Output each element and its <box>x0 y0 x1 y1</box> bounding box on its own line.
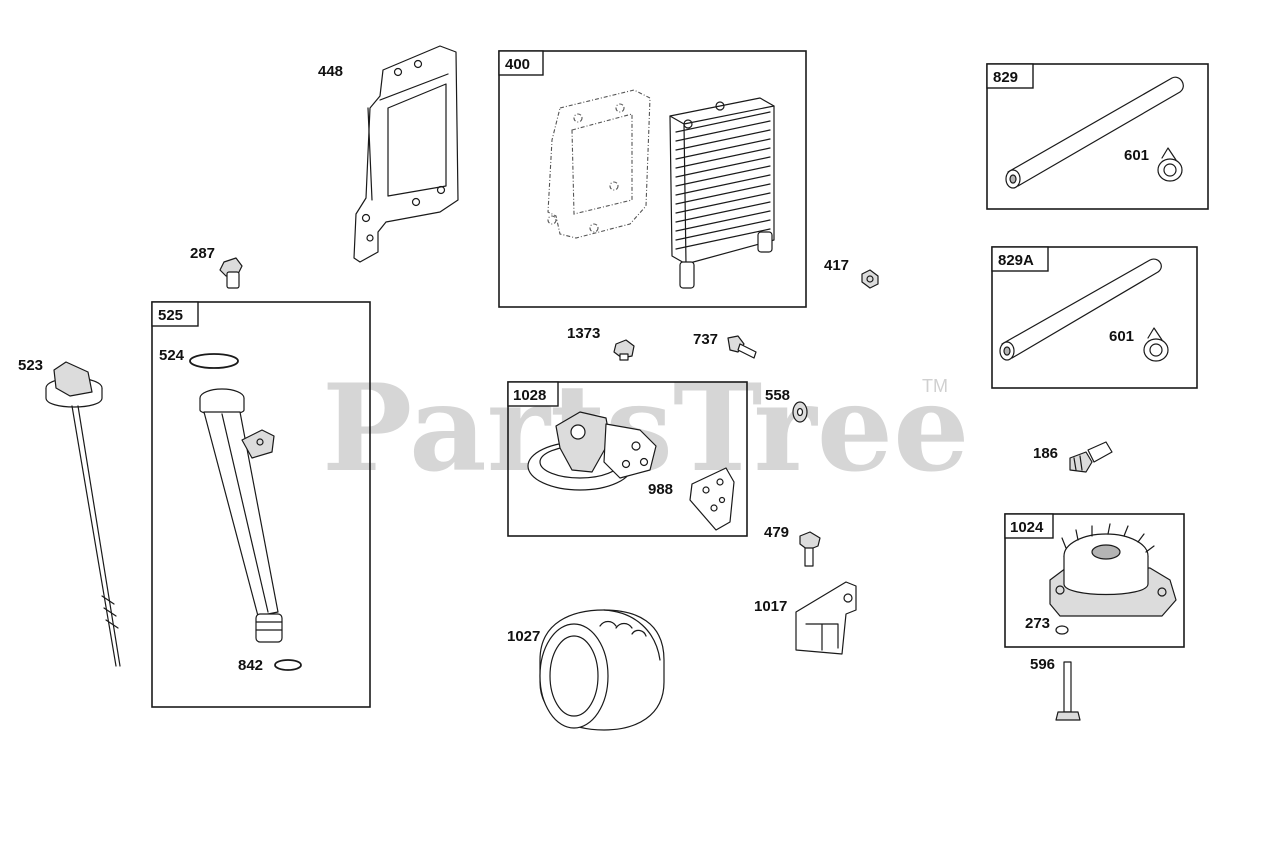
oil-pump-gear[interactable] <box>1049 523 1177 617</box>
part-label-988[interactable]: 988 <box>648 481 673 498</box>
part-417-nut[interactable] <box>861 269 879 289</box>
part-label-1017[interactable]: 1017 <box>754 598 787 615</box>
part-287-fitting[interactable] <box>219 257 243 289</box>
part-label-524[interactable]: 524 <box>159 347 185 364</box>
watermark-logo: PartsTree <box>322 358 969 499</box>
hose-829A[interactable] <box>999 258 1162 361</box>
part-601-clamp-a[interactable] <box>1157 147 1183 182</box>
part-1017-bracket[interactable] <box>795 581 857 655</box>
assembly-1024-tag[interactable] <box>1004 513 1054 539</box>
assembly-1028-frame <box>507 381 748 537</box>
part-label-417[interactable]: 417 <box>824 257 849 274</box>
cooler-gasket-dashed <box>547 89 651 239</box>
part-label-479[interactable]: 479 <box>764 524 789 541</box>
part-label-842[interactable]: 842 <box>238 657 263 674</box>
assembly-400-tag[interactable] <box>498 50 544 76</box>
hose-829[interactable] <box>1005 76 1184 189</box>
part-479-bolt[interactable] <box>799 531 821 567</box>
part-label-1373[interactable]: 1373 <box>567 325 600 342</box>
assembly-1024-frame <box>1004 513 1185 648</box>
part-523-dipstick[interactable] <box>45 361 121 667</box>
assembly-label-829A[interactable]: 829A <box>998 252 1034 269</box>
part-label-448[interactable]: 448 <box>318 63 343 80</box>
part-label-287[interactable]: 287 <box>190 245 215 262</box>
part-186-fitting[interactable] <box>1069 441 1113 473</box>
part-448-bracket[interactable] <box>353 45 459 263</box>
watermark-trademark: TM <box>922 376 948 396</box>
filter-adapter-housing[interactable] <box>527 411 657 491</box>
part-1027-oil-filter[interactable] <box>539 609 665 731</box>
part-label-273[interactable]: 273 <box>1025 615 1050 632</box>
assembly-829A-tag[interactable] <box>991 246 1049 272</box>
assembly-label-1024[interactable]: 1024 <box>1010 519 1044 536</box>
part-842-o-ring[interactable] <box>274 659 302 671</box>
part-label-523[interactable]: 523 <box>18 357 43 374</box>
assembly-400-frame <box>498 50 807 308</box>
assembly-label-525[interactable]: 525 <box>158 307 183 324</box>
part-label-601-a[interactable]: 601 <box>1124 147 1149 164</box>
assembly-829-tag[interactable] <box>986 63 1034 89</box>
part-label-1027[interactable]: 1027 <box>507 628 540 645</box>
assembly-label-1028[interactable]: 1028 <box>513 387 546 404</box>
part-737-bolt[interactable] <box>727 335 757 359</box>
oil-cooler-core[interactable] <box>669 97 775 289</box>
part-label-186[interactable]: 186 <box>1033 445 1058 462</box>
assembly-label-400[interactable]: 400 <box>505 56 530 73</box>
part-label-558[interactable]: 558 <box>765 387 790 404</box>
assembly-829-frame <box>986 63 1209 210</box>
assembly-525-tag[interactable] <box>151 301 199 327</box>
dipstick-tube[interactable] <box>199 388 283 643</box>
assembly-829A-frame <box>991 246 1198 389</box>
assembly-1028-tag[interactable] <box>507 381 559 407</box>
part-988-gasket[interactable] <box>689 467 735 531</box>
part-558-washer[interactable] <box>792 401 808 423</box>
part-label-737[interactable]: 737 <box>693 331 718 348</box>
part-label-596[interactable]: 596 <box>1030 656 1055 673</box>
assembly-525-frame <box>151 301 371 708</box>
part-1373-bolt[interactable] <box>613 339 635 361</box>
assembly-label-829[interactable]: 829 <box>993 69 1018 86</box>
part-524-o-ring[interactable] <box>189 353 239 369</box>
part-596-bolt[interactable] <box>1055 661 1081 721</box>
part-label-601-b[interactable]: 601 <box>1109 328 1134 345</box>
part-273-o-ring[interactable] <box>1055 625 1069 635</box>
part-601-clamp-b[interactable] <box>1143 327 1169 362</box>
